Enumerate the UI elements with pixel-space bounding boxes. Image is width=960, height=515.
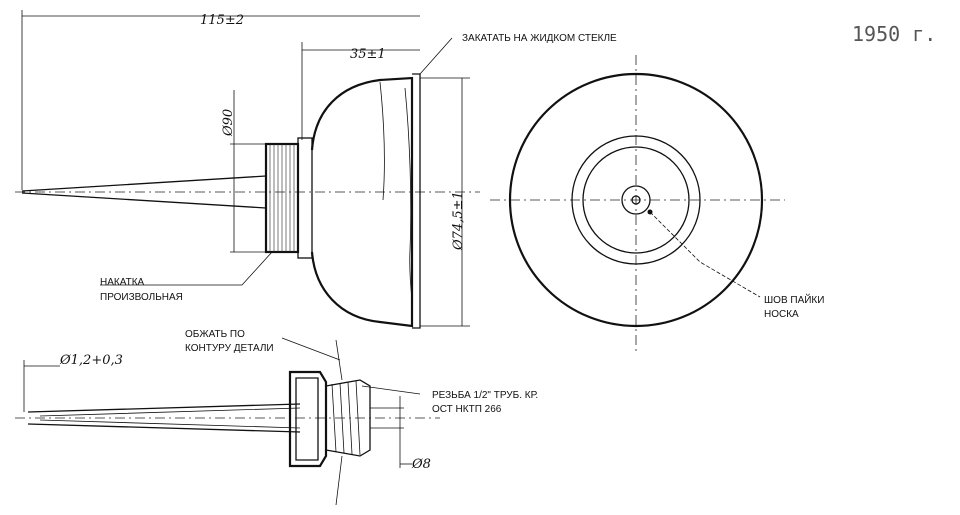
- front-view: ШОВ ПАЙКИ НОСКА: [490, 55, 824, 352]
- callout-crimp-line2: КОНТУРУ ДЕТАЛИ: [185, 343, 274, 354]
- callout-thread-line1: РЕЗЬБА 1/2" ТРУБ. КР.: [432, 390, 538, 401]
- section-cap-inner: [295, 377, 319, 461]
- dim-cup-depth: 35±1: [350, 47, 386, 62]
- dim-cap-diameter: Ø90: [221, 109, 236, 137]
- neck-collar: [297, 137, 313, 259]
- callout-solder-line1: ШОВ ПАЙКИ: [764, 293, 824, 306]
- can-body: [310, 76, 414, 328]
- knurl-hatching: [269, 144, 295, 252]
- callout-solder-line2: НОСКА: [764, 309, 799, 320]
- neck-circle: [582, 146, 690, 254]
- dim-overall-length: 115±2: [200, 13, 244, 28]
- callout-thread-line2: ОСТ НКТП 266: [432, 404, 502, 415]
- callout-crimp-line1: ОБЖАТЬ ПО: [185, 329, 245, 340]
- section-view: Ø1,2+0,3 Ø8 ОБЖАТЬ ПО КОНТУРУ ДЕТАЛИ РЕЗ…: [15, 329, 538, 506]
- section-thread-lines: [331, 380, 361, 456]
- callout-knurl-line2: ПРОИЗВОЛЬНАЯ: [100, 292, 183, 303]
- dim-nozzle-base: Ø8: [411, 457, 431, 472]
- outer-rim-circle: [508, 72, 764, 328]
- callout-knurl-line1: НАКАТКА: [100, 277, 145, 288]
- leader-crimp: [281, 337, 341, 361]
- section-nozzle: [27, 403, 301, 433]
- section-thread-body: [325, 379, 371, 457]
- year-label: 1950 г.: [852, 22, 936, 46]
- nozzle-cone: [21, 175, 267, 209]
- leader-solder-seam: [649, 211, 761, 298]
- section-body-wall: [335, 339, 343, 506]
- dim-nozzle-tip: Ø1,2+0,3: [59, 353, 123, 368]
- nozzle-tip-circle: [631, 195, 641, 205]
- section-nozzle-inner: [39, 407, 301, 429]
- dim-body-diameter: Ø74,5±1: [451, 191, 466, 251]
- knurl-ring-circle: [571, 135, 701, 265]
- section-break-lines: [379, 81, 413, 301]
- rolled-flange: [412, 73, 421, 329]
- leader-thread: [361, 385, 421, 395]
- section-cap: [288, 370, 328, 468]
- leader-liquid-glass: [419, 37, 453, 75]
- leader-knurl: [100, 251, 273, 286]
- side-view: 115±2 35±1 Ø90 Ø74,5±1 ЗАКАТАТЬ НА ЖИДКО…: [15, 10, 617, 329]
- nozzle-base-circle: [621, 185, 651, 215]
- callout-liquid-glass: ЗАКАТАТЬ НА ЖИДКОМ СТЕКЛЕ: [462, 33, 617, 44]
